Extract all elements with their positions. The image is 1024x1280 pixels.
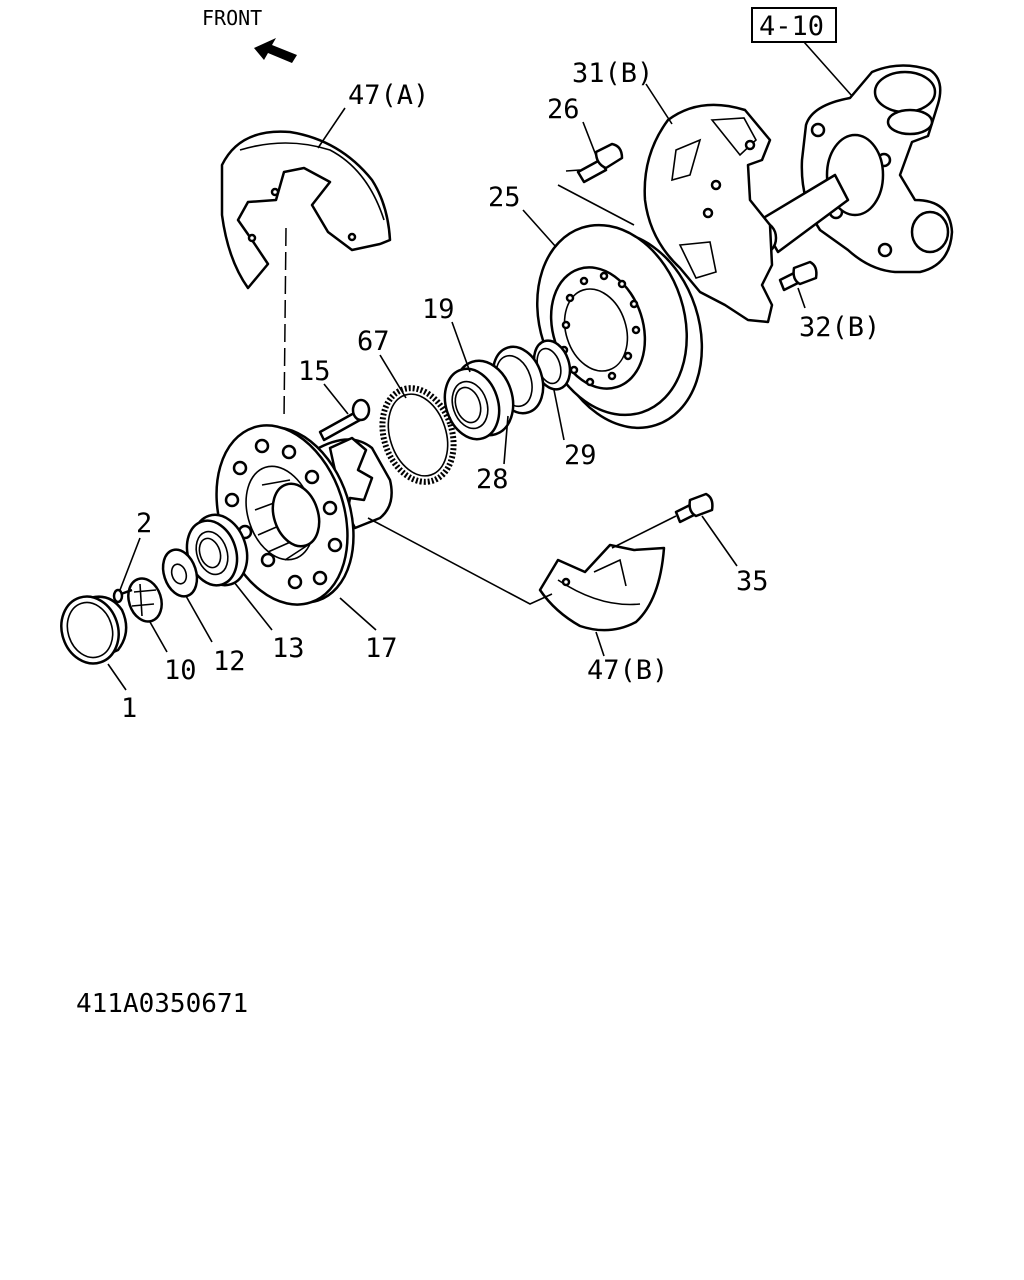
leader-35 bbox=[701, 515, 738, 567]
leader-47b bbox=[595, 631, 605, 657]
cap-1 bbox=[60, 595, 128, 665]
callout-31b: 31(B) bbox=[572, 58, 653, 89]
leader-2 bbox=[119, 537, 141, 591]
bolt-32b bbox=[778, 260, 818, 292]
leader-25 bbox=[522, 209, 557, 248]
callout-10: 10 bbox=[164, 655, 197, 686]
reference-box-label: 4-10 bbox=[759, 11, 824, 42]
leader-12 bbox=[185, 595, 213, 643]
front-direction-label: FRONT bbox=[202, 6, 262, 30]
leader-15 bbox=[323, 383, 349, 415]
leader-47a bbox=[317, 107, 346, 149]
dust-shield-31b bbox=[643, 103, 774, 324]
bolt-35 bbox=[674, 492, 714, 524]
bolt-15 bbox=[318, 398, 371, 442]
reference-leader-line bbox=[803, 41, 853, 97]
leader-29 bbox=[553, 389, 565, 441]
leader-31b bbox=[645, 83, 673, 125]
bearing-13 bbox=[185, 513, 249, 587]
bearing-19 bbox=[443, 359, 515, 441]
bolt-26-connector bbox=[565, 169, 581, 172]
callout-12: 12 bbox=[213, 646, 246, 677]
pin-2 bbox=[112, 588, 133, 604]
leader-67 bbox=[379, 354, 407, 399]
callout-25: 25 bbox=[488, 182, 521, 213]
callout-2: 2 bbox=[136, 508, 152, 539]
washer-12 bbox=[161, 548, 199, 598]
callout-1: 1 bbox=[121, 693, 137, 724]
shield-47b bbox=[538, 543, 666, 632]
steering-knuckle bbox=[746, 64, 954, 274]
bolt-35-axis-line bbox=[611, 515, 677, 549]
callout-13: 13 bbox=[272, 633, 305, 664]
leader-32b bbox=[797, 287, 806, 309]
callout-17: 17 bbox=[365, 633, 398, 664]
leader-1 bbox=[107, 663, 127, 691]
callout-47b: 47(B) bbox=[587, 655, 668, 686]
front-arrow-icon bbox=[254, 38, 297, 63]
leader-17 bbox=[339, 597, 377, 631]
leader-19 bbox=[451, 321, 471, 373]
callout-32b: 32(B) bbox=[799, 312, 880, 343]
leader-13 bbox=[233, 581, 273, 631]
nut-10 bbox=[127, 577, 163, 623]
callout-47a: 47(A) bbox=[348, 80, 429, 111]
bolt-26-axis-line bbox=[557, 184, 635, 226]
leader-26 bbox=[582, 121, 598, 159]
callout-26: 26 bbox=[547, 94, 580, 125]
brake-disc-25 bbox=[536, 223, 704, 430]
shield-47a-axis-line bbox=[283, 227, 287, 421]
callout-29: 29 bbox=[564, 440, 597, 471]
callout-28: 28 bbox=[476, 464, 509, 495]
drawing-code: 411A0350671 bbox=[76, 989, 248, 1019]
shield-47a bbox=[220, 130, 392, 290]
callout-67: 67 bbox=[357, 326, 390, 357]
bolt-26 bbox=[576, 142, 624, 184]
leader-10 bbox=[149, 621, 168, 653]
hub-17 bbox=[215, 424, 393, 606]
callout-15: 15 bbox=[298, 356, 331, 387]
shield-47b-axis-line bbox=[367, 517, 553, 605]
callout-35: 35 bbox=[736, 566, 769, 597]
leader-28 bbox=[503, 415, 509, 465]
callout-19: 19 bbox=[422, 294, 455, 325]
reference-box: 4-10 bbox=[751, 7, 837, 43]
